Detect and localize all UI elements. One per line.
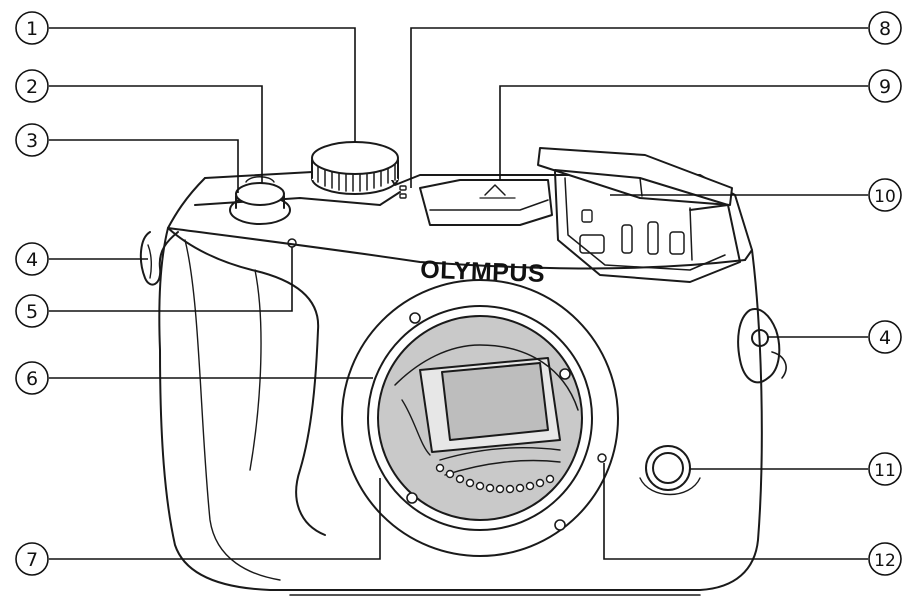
shutter-button-top [235, 182, 285, 206]
callout-1: 1 [15, 11, 49, 45]
strap-lug-left [139, 231, 179, 286]
callout-2-label: 2 [26, 76, 38, 98]
callout-4-left-label: 4 [26, 249, 38, 271]
leader-line-1 [49, 27, 356, 142]
strap-lug-left-detail [147, 244, 153, 279]
grip-inner-contour [184, 239, 281, 581]
image-sensor [441, 362, 549, 441]
callout-5-label: 5 [26, 301, 38, 323]
mode-dial-knurl [317, 161, 396, 192]
leader-line-8 [410, 27, 868, 188]
callout-9-label: 9 [879, 76, 891, 98]
flash-housing [554, 171, 741, 283]
leader-line-3 [49, 139, 239, 193]
contact-plate-mid [444, 459, 561, 476]
callout-12: 12 [868, 542, 902, 576]
leader-line-2 [49, 85, 263, 183]
lens-release-shadow [639, 477, 701, 496]
hot-shoe-mark [484, 184, 506, 196]
callout-11: 11 [868, 452, 902, 486]
strap-lug-right-hole [751, 329, 769, 347]
mode-dial-sides [311, 159, 399, 179]
callout-7: 7 [15, 542, 49, 576]
lens-mount-ring [367, 305, 593, 531]
lens-mount-index [597, 453, 607, 463]
callout-12-label: 12 [874, 551, 896, 571]
callout-11-label: 11 [874, 461, 896, 481]
lens-mount-screws [406, 312, 571, 531]
flash-contact-4 [669, 231, 685, 255]
callout-6-label: 6 [26, 368, 38, 390]
flash-contact-3 [647, 221, 659, 255]
lens-release-button-outer [645, 445, 691, 491]
body-outline [158, 227, 763, 591]
lens-release-button [652, 452, 684, 484]
callout-3: 3 [15, 123, 49, 157]
flash-contact-1 [579, 234, 605, 254]
callout-badges: 1 2 3 4 5 6 7 8 [15, 11, 902, 576]
top-front-edge [167, 177, 746, 270]
mount-inner-ledge [394, 344, 579, 411]
callout-4-left: 4 [15, 242, 49, 276]
brand-logo-text: OLYMPUS [420, 256, 546, 288]
grip-seam [249, 269, 262, 471]
hot-shoe-rail [429, 199, 549, 211]
callout-4-right-label: 4 [879, 327, 891, 349]
callout-1-label: 1 [26, 18, 38, 40]
leader-lines [49, 27, 868, 560]
camera-illustration [139, 141, 787, 596]
callout-2: 2 [15, 69, 49, 103]
flash-contact-2 [621, 224, 633, 254]
mode-dial-top [311, 141, 399, 175]
leader-line-7 [49, 478, 381, 560]
strap-lug-right [737, 308, 781, 384]
flash-latch [581, 209, 593, 223]
callout-4-right: 4 [868, 320, 902, 354]
callout-5: 5 [15, 294, 49, 328]
flash-housing-inner [564, 177, 726, 271]
leader-line-9 [499, 85, 868, 180]
leader-line-5 [49, 247, 293, 312]
callout-10-label: 10 [874, 187, 896, 207]
lens-electronic-contacts [435, 463, 555, 494]
callout-3-label: 3 [26, 130, 38, 152]
mount-inner-left [401, 399, 431, 456]
callout-6: 6 [15, 361, 49, 395]
strap-lug-right-ring [771, 351, 787, 379]
callout-10: 10 [868, 178, 902, 212]
lens-mount-outer [341, 279, 619, 557]
callout-8: 8 [868, 11, 902, 45]
leader-line-12 [603, 463, 868, 560]
callout-9: 9 [868, 69, 902, 103]
callout-7-label: 7 [26, 549, 38, 571]
hot-shoe-base [419, 179, 553, 226]
shutter-button-sides [235, 195, 285, 209]
microphone-holes [399, 185, 407, 199]
shutter-button-highlight [245, 176, 275, 183]
flash-hinge-lines [639, 177, 693, 261]
grip-outline [167, 227, 326, 536]
callout-8-label: 8 [879, 18, 891, 40]
contact-plate-top [439, 447, 561, 461]
